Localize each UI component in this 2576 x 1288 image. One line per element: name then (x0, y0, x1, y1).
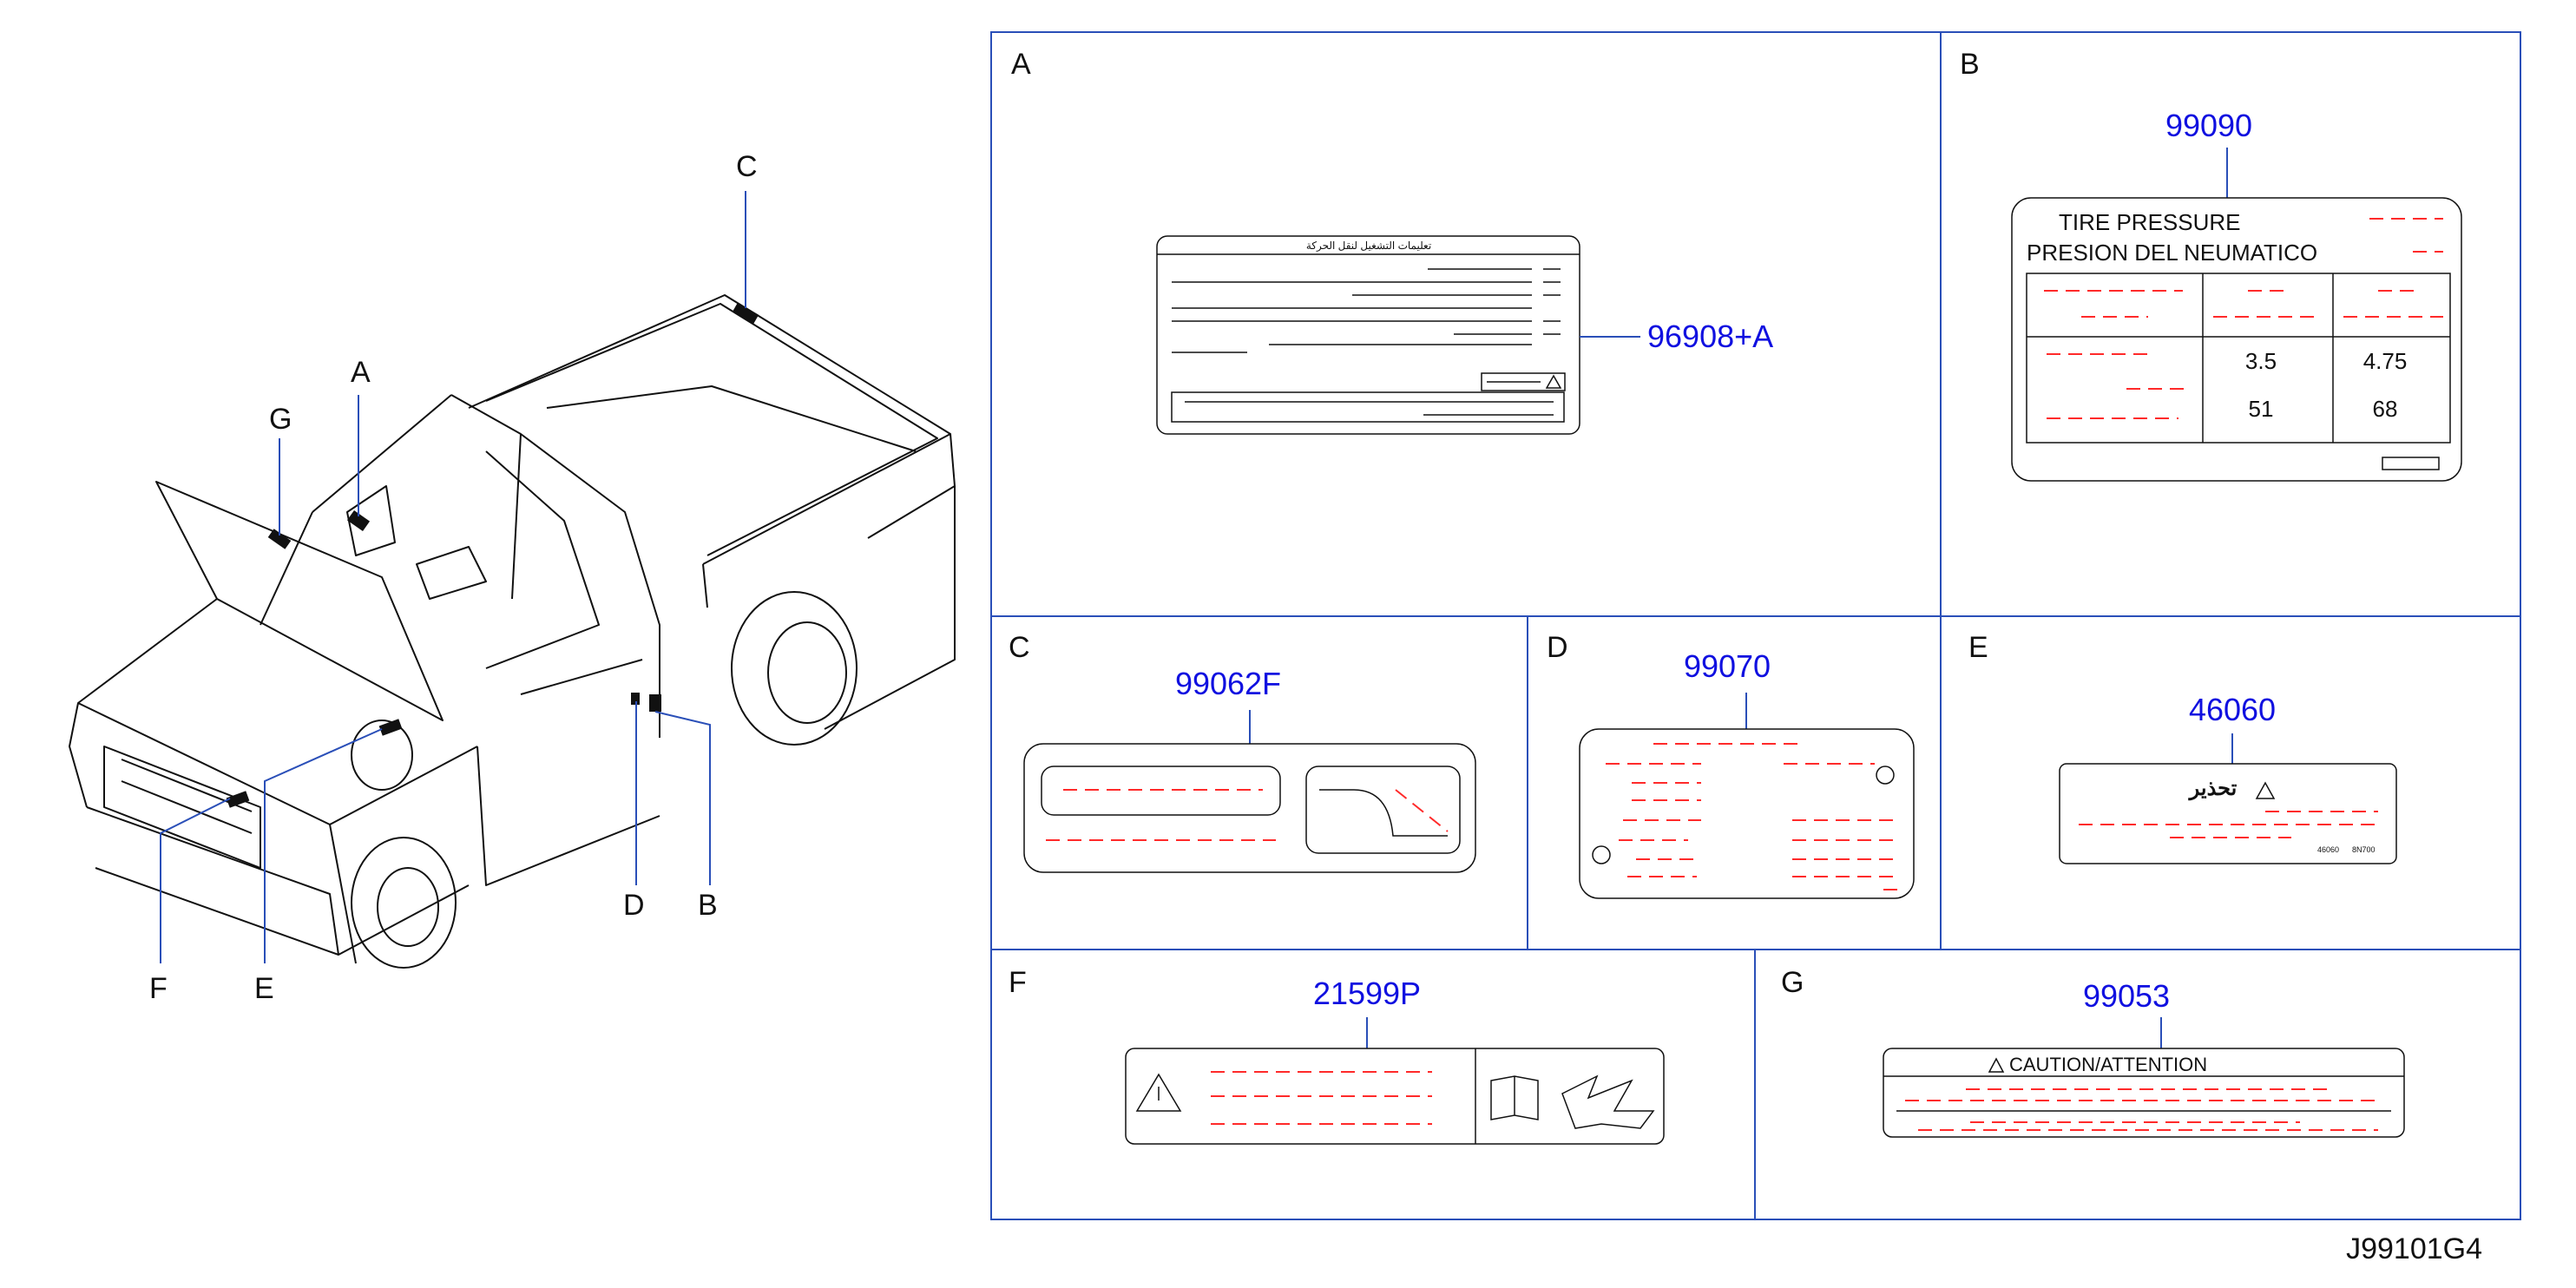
panel-a-part-number: 96908+A (1647, 319, 1773, 354)
panel-g-letter: G (1781, 966, 1804, 999)
panel-b-title-es: PRESION DEL NEUMATICO (2027, 240, 2317, 266)
panel-e-small-code-1: 46060 (2317, 845, 2339, 854)
panel-b-value-4: 68 (2373, 396, 2398, 422)
panel-e-small-code-2: 8N700 (2352, 845, 2376, 854)
panel-b-letter: B (1960, 48, 1980, 81)
label-markers (226, 302, 759, 808)
panel-f-letter: F (1009, 966, 1027, 999)
panel-a-header: تعليمات التشغيل لنقل الحركة (1306, 240, 1431, 252)
callout-leaders (160, 191, 746, 963)
panel-b-part-number: 99090 (2165, 108, 2252, 143)
panel-d: D 99070 (1547, 631, 1915, 899)
callout-d: D (623, 889, 645, 922)
callout-c: C (736, 150, 758, 183)
callout-letters: A G C D B E F (149, 150, 758, 1005)
panel-g-warning-icon (1988, 1057, 2005, 1073)
panel-g-caution-text: CAUTION/ATTENTION (2009, 1054, 2207, 1075)
panel-a: A تعليمات التشغيل لنقل الحركة 96908+A (1011, 48, 1773, 435)
panel-c-part-number: 99062F (1175, 666, 1281, 701)
panel-f: F 21599P (1009, 966, 1665, 1145)
panel-e-warning-text: تحذير (2188, 777, 2238, 801)
panel-a-letter: A (1011, 48, 1031, 81)
panel-b-title-en: TIRE PRESSURE (2059, 209, 2241, 235)
callout-a: A (351, 356, 371, 389)
panel-b-value-3: 51 (2249, 396, 2274, 422)
panel-c-letter: C (1009, 631, 1030, 664)
panel-b-value-2: 4.75 (2363, 348, 2408, 374)
panel-e-part-number: 46060 (2189, 692, 2276, 727)
panel-e-letter: E (1968, 631, 1988, 664)
panel-f-manual-icon (1490, 1075, 1539, 1120)
panel-f-part-number: 21599P (1313, 976, 1421, 1011)
figure-id: J99101G4 (2346, 1232, 2482, 1265)
panel-f-fan-icon (1561, 1074, 1655, 1129)
panel-d-part-number: 99070 (1684, 648, 1771, 684)
callout-e: E (254, 972, 274, 1005)
callout-b: B (698, 889, 718, 922)
panel-e-warning-icon (2255, 781, 2276, 799)
panel-grid (990, 31, 2521, 1220)
panel-g-part-number: 99053 (2083, 978, 2170, 1014)
callout-g: G (269, 403, 292, 436)
panel-c: C 99062F (1009, 631, 1476, 873)
callout-f: F (149, 972, 168, 1005)
panel-b-value-1: 3.5 (2245, 348, 2277, 374)
panel-f-warning-icon (1135, 1073, 1182, 1112)
panel-e: E 46060 تحذير 46060 8N700 (1968, 631, 2397, 864)
panel-g: G 99053 CAUTION/ATTENTION (1781, 966, 2405, 1138)
truck-illustration (69, 294, 956, 969)
panel-b: B 99090 TIRE PRESSURE PRESION DEL NEUMAT… (1960, 48, 2462, 482)
panel-d-letter: D (1547, 631, 1568, 664)
